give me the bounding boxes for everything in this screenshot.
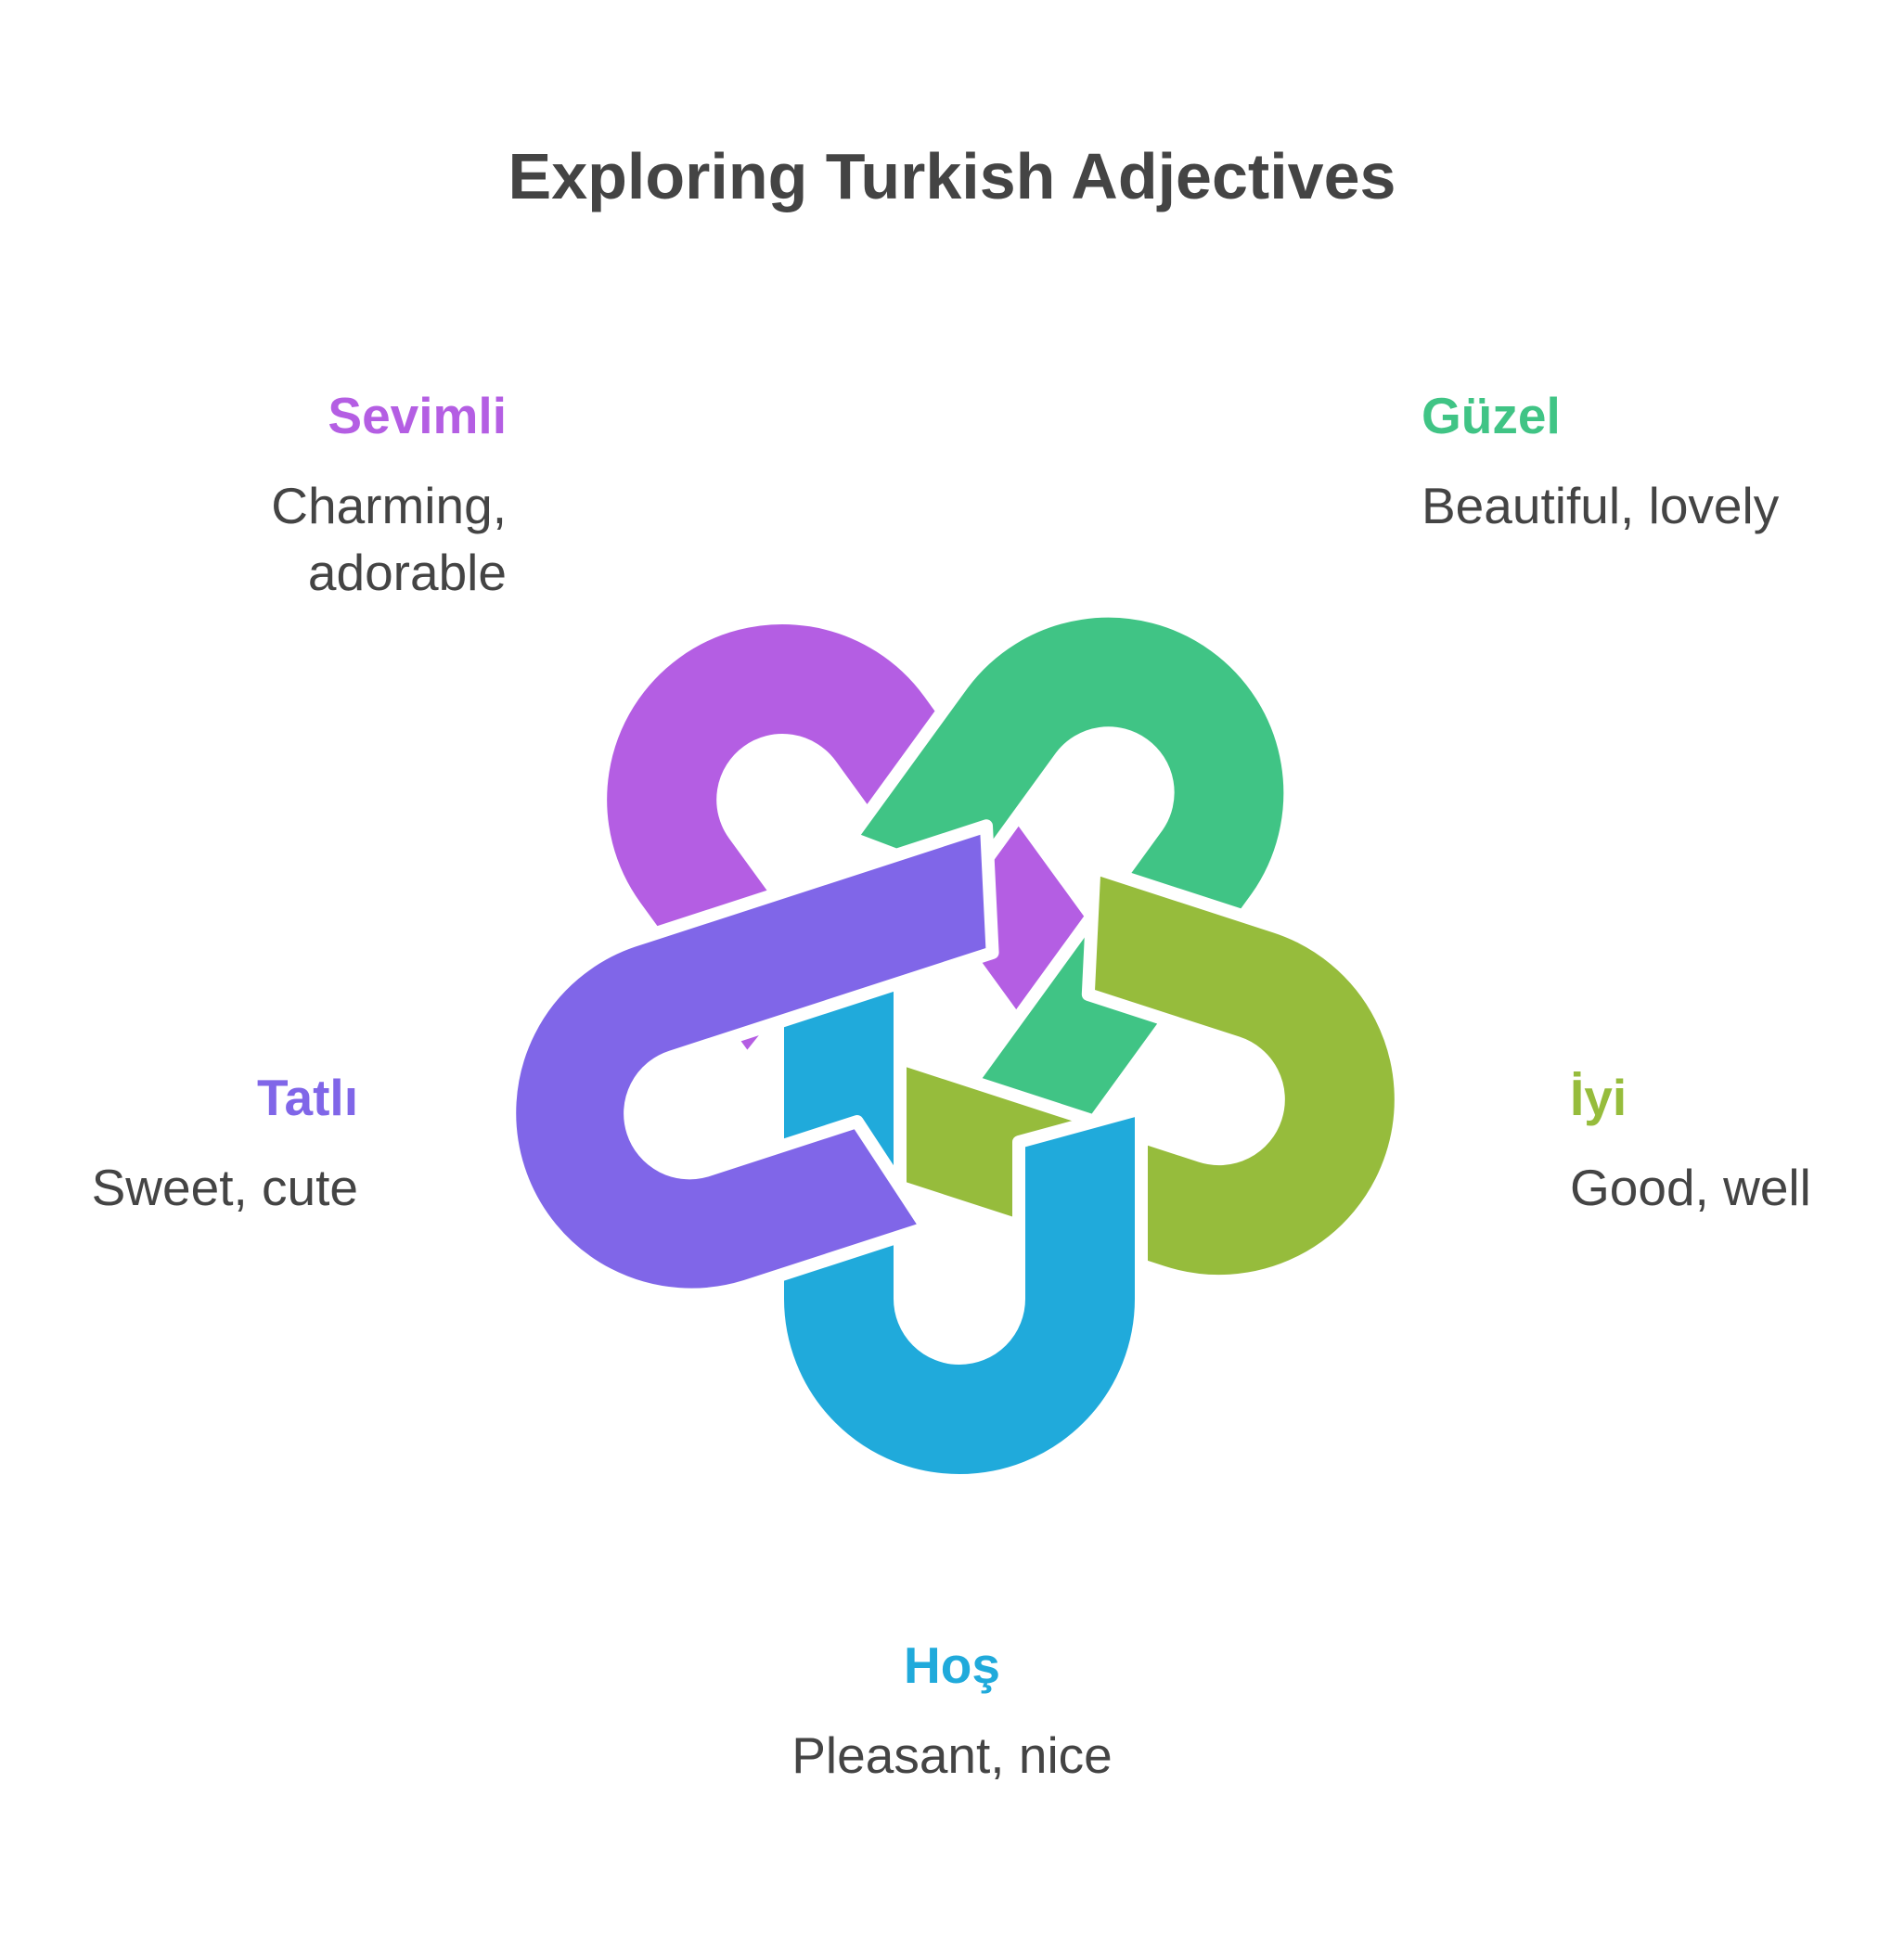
desc-tatli-line-1: Sweet, cute <box>91 1159 358 1216</box>
desc-tatli: Sweet, cute <box>37 1154 358 1221</box>
desc-sevimli-line-2: adorable <box>307 544 507 601</box>
label-tatli: Tatlı Sweet, cute <box>37 1067 358 1221</box>
desc-hos-line-1: Pleasant, nice <box>791 1726 1113 1784</box>
desc-hos: Pleasant, nice <box>720 1722 1184 1789</box>
label-iyi: İyi Good, well <box>1570 1067 1876 1221</box>
desc-guzel: Beautiful, lovely <box>1422 472 1867 539</box>
loop-hos <box>771 921 1148 1487</box>
desc-sevimli: Charming, adorable <box>186 472 507 606</box>
desc-iyi-line-1: Good, well <box>1570 1159 1811 1216</box>
diagram-title: Exploring Turkish Adjectives <box>508 140 1396 212</box>
desc-iyi: Good, well <box>1570 1154 1876 1221</box>
desc-sevimli-line-1: Charming, <box>271 477 507 534</box>
loop-guzel <box>843 604 1297 1205</box>
label-hos: Hoş Pleasant, nice <box>720 1635 1184 1789</box>
term-hos: Hoş <box>904 1636 1000 1694</box>
loop-iyi <box>803 861 1408 1289</box>
label-guzel: Güzel Beautiful, lovely <box>1422 385 1867 539</box>
loop-tatli <box>503 819 999 1302</box>
term-sevimli: Sevimli <box>328 387 507 444</box>
desc-guzel-line-1: Beautiful, lovely <box>1422 477 1780 534</box>
term-guzel: Güzel <box>1422 387 1561 444</box>
term-iyi: İyi <box>1570 1069 1627 1126</box>
term-tatli: Tatlı <box>257 1069 358 1126</box>
label-sevimli: Sevimli Charming, adorable <box>186 385 507 606</box>
